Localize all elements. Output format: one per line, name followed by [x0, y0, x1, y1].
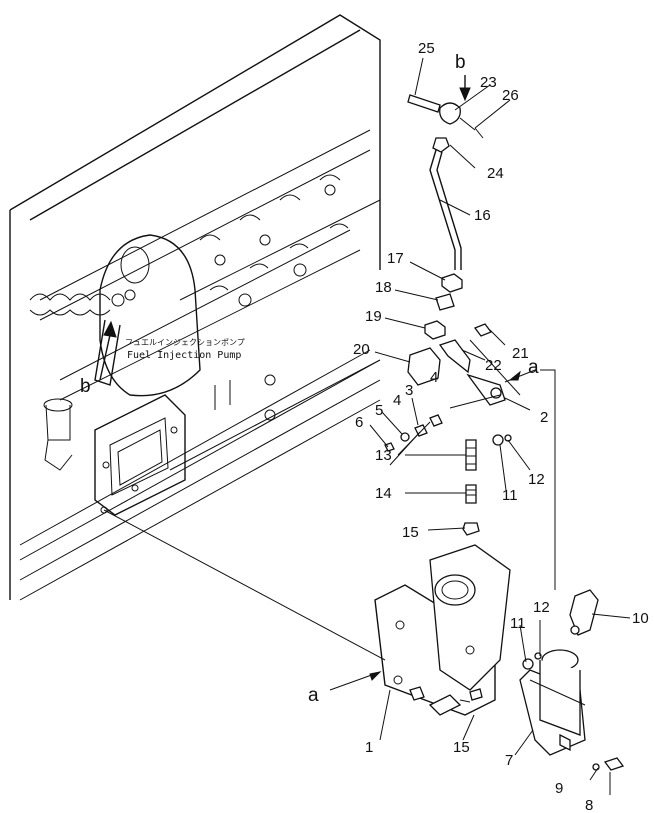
- part-number-2: 2: [540, 409, 548, 426]
- part-number-7: 7: [505, 752, 513, 769]
- reference-letter-b-pump: b: [80, 376, 91, 397]
- part-number-26: 26: [502, 87, 519, 104]
- part-number-3: 3: [405, 382, 413, 399]
- part-number-20: 20: [353, 341, 370, 358]
- part-number-15-lower: 15: [453, 739, 470, 756]
- part-number-11-upper: 11: [502, 487, 518, 504]
- part-number-12-upper: 12: [528, 471, 545, 488]
- part-number-17: 17: [387, 250, 404, 267]
- part-number-9: 9: [555, 780, 563, 797]
- part-number-25: 25: [418, 40, 435, 57]
- part-number-5: 5: [375, 402, 383, 419]
- part-number-15-upper: 15: [402, 524, 419, 541]
- part-number-10: 10: [632, 610, 649, 627]
- part-number-21: 21: [512, 345, 529, 362]
- part-number-12-lower: 12: [533, 599, 550, 616]
- arrow-b-pump-icon: [99, 334, 111, 381]
- reference-letter-a-upper: a: [528, 357, 539, 378]
- reference-line-a-lower: [103, 509, 386, 661]
- engine-block: [9, 14, 381, 601]
- part-number-18: 18: [375, 279, 392, 296]
- part-number-8: 8: [585, 797, 593, 813]
- arrow-b-pump-head-icon: [103, 320, 117, 338]
- top-fitting-assembly: [407, 94, 484, 153]
- part-number-6: 6: [355, 414, 363, 431]
- reference-letter-b-top: b: [455, 52, 466, 73]
- part-number-14: 14: [375, 485, 392, 502]
- part-number-19: 19: [365, 308, 382, 325]
- part-number-4-right: 4: [430, 369, 438, 386]
- pipe-fittings: [424, 273, 463, 340]
- part-number-1: 1: [365, 739, 373, 756]
- solenoid-assembly: [519, 589, 625, 771]
- pump-label-english: Fuel Injection Pump: [127, 350, 241, 361]
- lever-assembly: [384, 323, 521, 536]
- arrow-b-top-head-icon: [459, 87, 471, 102]
- part-number-23: 23: [480, 74, 497, 91]
- arrow-a-lower-icon: [369, 671, 382, 681]
- part-number-4-left: 4: [393, 392, 401, 409]
- mounting-bracket: [374, 544, 511, 716]
- fuel-pipe: [429, 149, 456, 270]
- part-number-24: 24: [487, 165, 504, 182]
- reference-line-a-upper: [540, 369, 556, 590]
- pump-label-japanese: フュエルインジェクションポンプ: [125, 338, 245, 347]
- leader-lines: [369, 57, 631, 795]
- part-number-22: 22: [485, 357, 502, 374]
- part-number-13: 13: [375, 447, 392, 464]
- arrow-a-upper-icon: [508, 370, 521, 381]
- reference-letter-a-lower: a: [308, 685, 319, 706]
- part-number-11-lower: 11: [510, 615, 526, 632]
- part-number-16: 16: [474, 207, 491, 224]
